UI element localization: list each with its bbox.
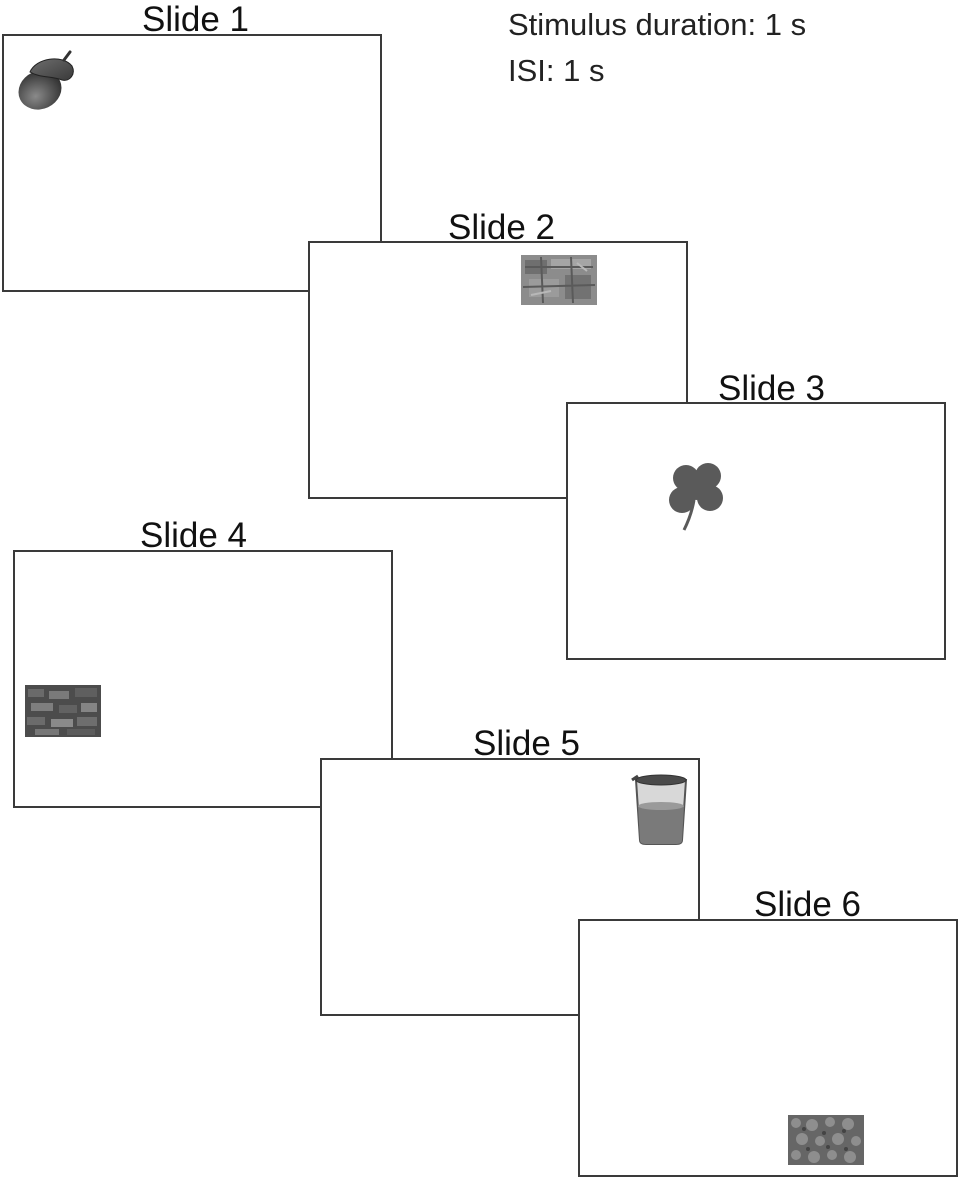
stimulus-duration-label: Stimulus duration: 1 s: [508, 7, 807, 42]
slide-4-title: Slide 4: [140, 516, 248, 555]
acorn-icon: [12, 50, 78, 116]
beaker-icon: [630, 772, 692, 846]
texture-patch-icon: [521, 255, 597, 305]
slide-4: [13, 550, 393, 808]
slide-3-title: Slide 3: [718, 369, 826, 408]
slide-5-title: Slide 5: [473, 724, 581, 763]
slide-3: [566, 402, 946, 660]
slide-1-title: Slide 1: [142, 0, 250, 39]
slide-6-title: Slide 6: [754, 885, 862, 924]
texture-patch-icon: [788, 1115, 864, 1165]
slide-6: [578, 919, 958, 1177]
isi-label: ISI: 1 s: [508, 53, 605, 88]
slide-2-title: Slide 2: [448, 208, 556, 247]
texture-patch-icon: [25, 685, 101, 737]
timing-info: Stimulus duration: 1 s ISI: 1 s: [508, 2, 806, 94]
clover-icon: [664, 460, 734, 532]
